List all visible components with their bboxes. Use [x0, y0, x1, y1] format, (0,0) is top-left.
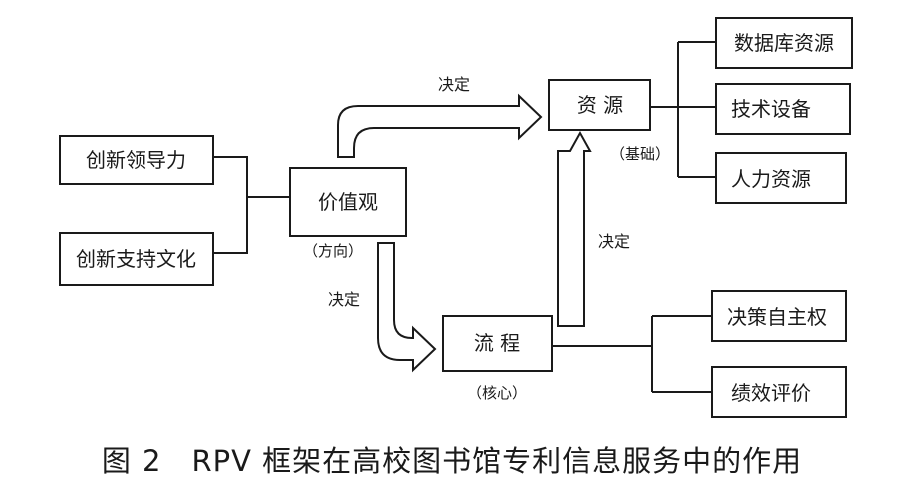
values-note: （方向） — [303, 242, 363, 260]
edge-label-values-process: 决定 — [328, 290, 360, 309]
edge-label-process-resources: 决定 — [598, 232, 630, 251]
arrow-values-to-process — [377, 242, 437, 373]
arrow-process-to-resources — [557, 130, 592, 327]
process-note: （核心） — [467, 384, 527, 402]
resources-label: 资 源 — [577, 93, 623, 117]
figure-caption: 图 2 RPV 框架在高校图书馆专利信息服务中的作用 — [102, 444, 802, 478]
resources-note: （基础） — [610, 145, 670, 163]
database-box — [715, 17, 853, 69]
performance-eval-box — [711, 366, 847, 418]
arrow-values-to-resources — [337, 93, 543, 158]
decision-autonomy-label: 决策自主权 — [727, 305, 827, 329]
innovation-leadership-label: 创新领导力 — [86, 148, 186, 172]
values-box — [289, 167, 407, 237]
tech-equipment-box — [715, 83, 851, 135]
database-label: 数据库资源 — [734, 31, 834, 55]
process-label: 流 程 — [474, 331, 520, 355]
leadership-connector — [213, 156, 290, 198]
resources-box — [548, 79, 651, 131]
decision-autonomy-box — [711, 290, 847, 342]
tech-equipment-label: 技术设备 — [731, 97, 811, 121]
innovation-culture-label: 创新支持文化 — [76, 247, 196, 271]
node-labels: 创新领导力 创新支持文化 价值观 （方向） 资 源 （基础） 流 程 （核心） … — [76, 31, 834, 405]
nodes — [59, 17, 853, 418]
human-resources-box — [715, 152, 847, 204]
edge-labels: 决定 决定 决定 — [328, 75, 630, 309]
innovation-culture-box — [59, 232, 214, 286]
performance-eval-label: 绩效评价 — [731, 381, 811, 405]
arrows — [337, 93, 592, 373]
connectors — [213, 41, 716, 393]
culture-connector — [213, 197, 248, 254]
edge-label-values-resources: 决定 — [438, 75, 470, 94]
process-box — [442, 315, 553, 372]
innovation-leadership-box — [59, 135, 214, 185]
values-label: 价值观 — [318, 190, 378, 214]
human-resources-label: 人力资源 — [731, 167, 811, 191]
